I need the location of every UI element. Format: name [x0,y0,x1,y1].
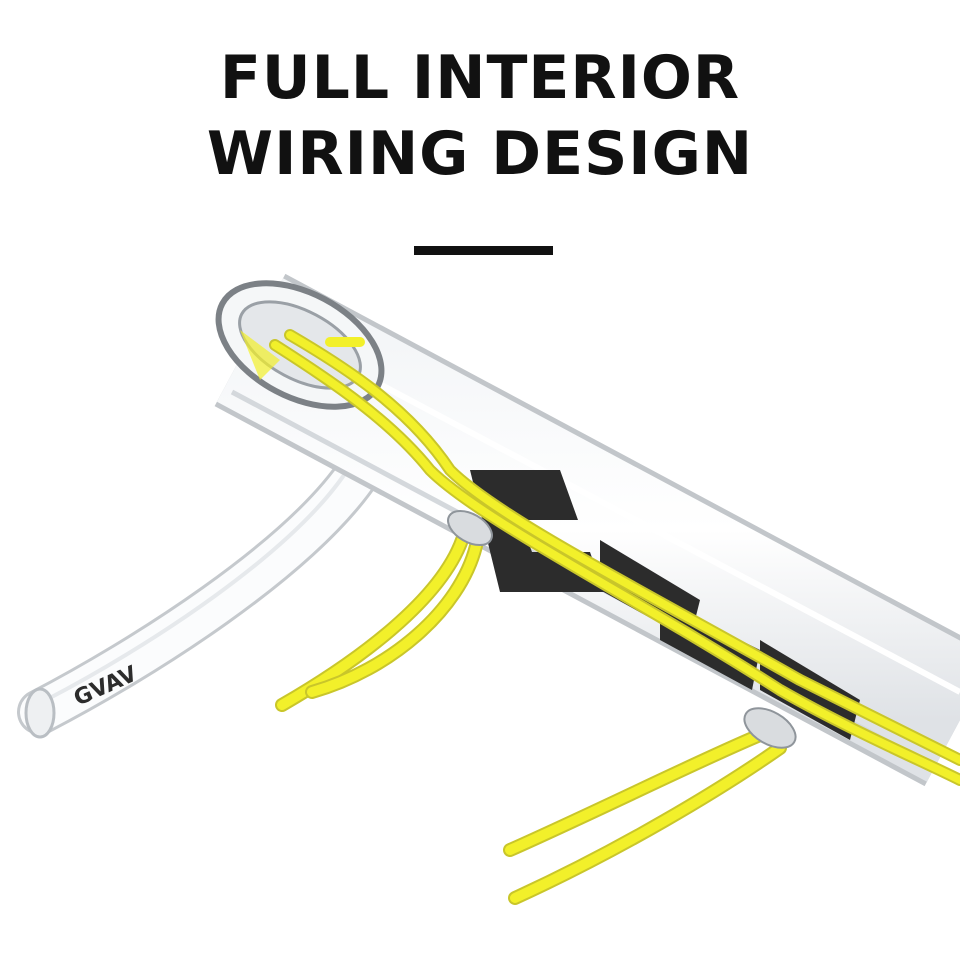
cables-exit-left [275,533,483,712]
internal-cables [269,329,960,786]
title-divider [414,246,553,255]
handlebar-illustration: GVAV [17,273,960,905]
cable-ports [447,509,797,749]
headline-line-2: WIRING DESIGN [206,119,754,189]
headline-line-1: FULL INTERIOR [219,43,741,113]
drop-bend [17,447,383,739]
headline: FULL INTERIOR WIRING DESIGN [0,40,960,192]
cables-exit-right [503,728,787,905]
